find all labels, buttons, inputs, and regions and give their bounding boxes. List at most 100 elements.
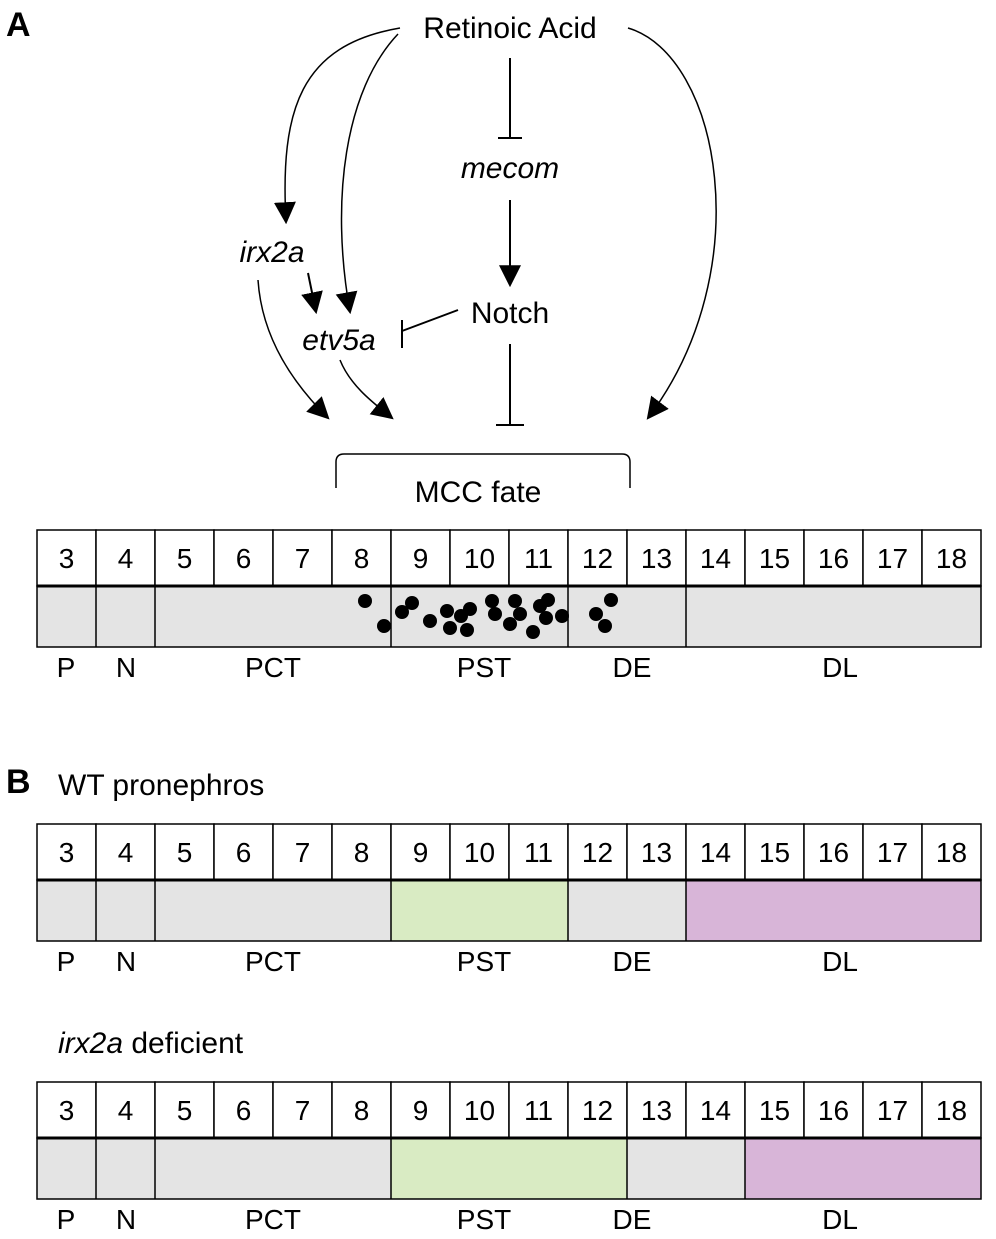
zone-label: P: [57, 946, 76, 977]
segment-number: 8: [354, 1095, 370, 1126]
segment-cell: [213, 823, 274, 881]
zone-label: N: [116, 946, 136, 977]
segment-number: 16: [818, 543, 849, 574]
mcc-fate-bracket: [335, 453, 631, 488]
segment-number: 18: [936, 543, 967, 574]
zone-label: DE: [613, 1204, 652, 1235]
segment-cell: [390, 823, 451, 881]
segment-number: 12: [582, 837, 613, 868]
mcc-cell-dot: [405, 596, 419, 610]
segment-cell: [449, 529, 510, 587]
segment-number: 5: [177, 543, 193, 574]
mcc-cell-dot: [555, 609, 569, 623]
mcc-fate-label: MCC fate: [415, 476, 542, 509]
segment-number: 7: [295, 1095, 311, 1126]
segment-cell: [390, 529, 451, 587]
segment-number: 14: [700, 837, 731, 868]
mcc-cell-dot: [526, 625, 540, 639]
segment-cell: [862, 823, 923, 881]
mcc-cell-dot: [539, 611, 553, 625]
mcc-cell-dot: [503, 617, 517, 631]
zone-band: [37, 880, 391, 941]
segment-number: 8: [354, 543, 370, 574]
zone-label: P: [57, 1204, 76, 1235]
segment-number: 10: [464, 837, 495, 868]
zone-label: DE: [613, 652, 652, 683]
segment-cell: [331, 1081, 392, 1139]
notch-label: Notch: [471, 297, 549, 330]
segment-number: 17: [877, 1095, 908, 1126]
panel-b-label: B: [6, 763, 31, 801]
zone-band: [37, 586, 981, 647]
segment-cell: [862, 1081, 923, 1139]
segment-cell: [508, 529, 569, 587]
segment-number: 4: [118, 543, 134, 574]
mcc-cell-dot: [598, 619, 612, 633]
wt-pronephros-heading: WT pronephros: [58, 769, 264, 802]
segment-number: 13: [641, 543, 672, 574]
segment-number: 16: [818, 837, 849, 868]
irx2a-deficient-heading-gene: irx2a: [58, 1027, 123, 1060]
mcc-cell-dot: [440, 604, 454, 618]
segment-number: 9: [413, 837, 429, 868]
irx2a-deficient-heading-rest: deficient: [123, 1027, 244, 1060]
segment-cell: [213, 1081, 274, 1139]
mcc-cell-dot: [513, 607, 527, 621]
zone-label: PCT: [245, 946, 301, 977]
mcc-cell-dot: [604, 593, 618, 607]
mcc-cell-dot: [443, 621, 457, 635]
segment-number: 17: [877, 543, 908, 574]
segment-number: 12: [582, 543, 613, 574]
zone-label: PST: [457, 1204, 511, 1235]
segment-number: 17: [877, 837, 908, 868]
mcc-cell-dot: [358, 594, 372, 608]
segment-number: 15: [759, 837, 790, 868]
zone-band: [686, 880, 981, 941]
mecom-label: mecom: [461, 152, 559, 185]
zone-band: [627, 1138, 745, 1199]
zone-label: DL: [822, 652, 858, 683]
segment-cell: [744, 529, 805, 587]
segment-number: 14: [700, 543, 731, 574]
etv5a-to-mcc-arrow: [339, 359, 394, 420]
ra-to-etv5a-arrow: [335, 33, 399, 315]
segment-cell: [508, 823, 569, 881]
ra-to-irx2a-arrow: [273, 27, 401, 225]
zone-label: P: [57, 652, 76, 683]
mcc-cell-dot: [541, 593, 555, 607]
segment-cell: [449, 1081, 510, 1139]
zone-band: [745, 1138, 981, 1199]
segment-cell: [685, 1081, 746, 1139]
zone-band: [391, 880, 568, 941]
segment-number: 6: [236, 543, 252, 574]
segment-number: 3: [59, 1095, 75, 1126]
segment-number: 14: [700, 1095, 731, 1126]
segment-cell: [449, 823, 510, 881]
irx2a-deficient-heading: irx2a deficient: [58, 1027, 244, 1060]
irx2a-to-etv5a-arrow: [301, 272, 323, 315]
ra-to-mcc-right-arrow: [627, 27, 717, 420]
notch-inhibits-mcc-arrow: [496, 344, 524, 426]
zone-label: DE: [613, 946, 652, 977]
mcc-cell-dot: [463, 602, 477, 616]
segment-number: 6: [236, 837, 252, 868]
segment-number: 8: [354, 837, 370, 868]
segment-cell: [567, 1081, 628, 1139]
retinoic-acid-label: Retinoic Acid: [423, 12, 596, 45]
zone-band: [391, 1138, 627, 1199]
segment-number: 4: [118, 837, 134, 868]
zone-label: PST: [457, 652, 511, 683]
zone-label: N: [116, 652, 136, 683]
segment-number: 3: [59, 543, 75, 574]
segment-number: 11: [524, 543, 553, 574]
mcc-cell-dot: [589, 607, 603, 621]
segment-cell: [921, 529, 982, 587]
segment-number: 11: [524, 1095, 553, 1126]
mcc-cell-dot: [377, 619, 391, 633]
segment-number: 9: [413, 543, 429, 574]
segment-number: 13: [641, 837, 672, 868]
segment-number: 10: [464, 1095, 495, 1126]
